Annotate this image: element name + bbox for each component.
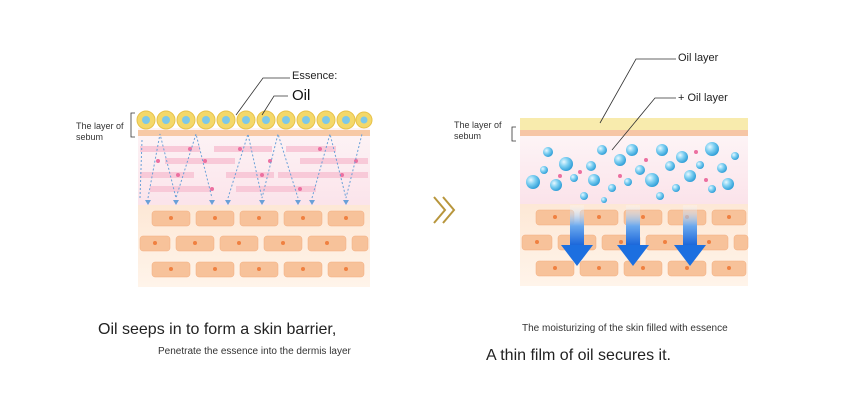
left-caption-sub: Penetrate the essence into the dermis la… xyxy=(158,346,351,357)
left-caption-main: Oil seeps in to form a skin barrier, xyxy=(98,321,337,338)
down-arrow-icon xyxy=(674,205,706,266)
left-oil-label: Oil xyxy=(292,87,311,104)
left-sebum-label: The layer of sebum xyxy=(76,121,124,142)
right-sebum-label: The layer of sebum xyxy=(454,120,502,141)
left-sebum-bracket xyxy=(130,112,135,138)
right-oil-layer-label: Oil layer xyxy=(678,52,719,64)
right-caption-sub: The moisturizing of the skin filled with… xyxy=(522,323,728,334)
essence-arrowheads xyxy=(145,200,349,205)
oil-bead-row xyxy=(136,110,373,130)
right-skin-cross-section xyxy=(520,118,749,286)
down-arrow-icon xyxy=(561,205,593,266)
down-arrows xyxy=(561,205,706,266)
left-essence-label: Essence: xyxy=(292,70,338,82)
transition-chevrons-icon xyxy=(433,196,456,224)
right-plus-oil-layer-label: + Oil layer xyxy=(678,92,728,104)
essence-penetration-paths xyxy=(139,132,363,200)
left-skin-cross-section xyxy=(136,110,373,287)
right-sebum-bracket xyxy=(511,126,516,142)
left-leader-lines xyxy=(235,77,290,116)
right-caption-main: A thin film of oil secures it. xyxy=(486,347,671,364)
down-arrow-icon xyxy=(617,205,649,266)
essence-bubbles xyxy=(526,142,739,203)
right-leader-lines xyxy=(599,58,676,151)
